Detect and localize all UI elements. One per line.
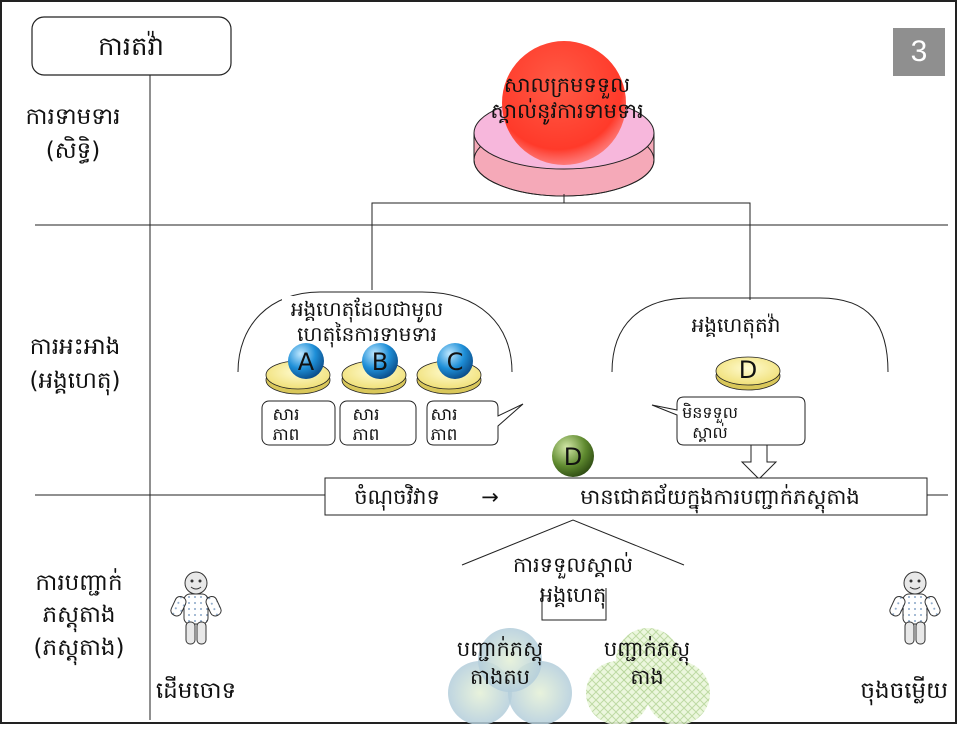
dispute-badge-label: D: [564, 443, 582, 471]
row-allegation-line-1: ការអះអាង: [30, 334, 120, 360]
acknowledged-base: [541, 588, 607, 621]
slide-number: 3: [893, 28, 945, 76]
dispute-badge: D: [552, 435, 594, 477]
proof-spheres: [586, 628, 710, 725]
header-box-label: ការតវ៉ា: [98, 30, 164, 62]
item-b: B: [341, 343, 407, 395]
callout-c-line-2: ភាព: [431, 425, 458, 445]
right-group-title: អង្គហេតុតវ៉ា: [692, 313, 781, 339]
row-proof-line-1: ការបញ្ជាក់: [35, 568, 122, 596]
row-claim-line-2: (សិទ្ធិ): [46, 136, 100, 164]
callout-a: សារ ភាព: [261, 400, 336, 446]
callout-a-line-2: ភាព: [273, 425, 300, 445]
court-label-line-1: សាលក្រមទទួល: [504, 73, 630, 99]
proof-line-2: តាង: [630, 665, 663, 689]
left-group-title-line-1: អង្គហេតុដែលជាមូល: [291, 297, 443, 323]
counter-proof-spheres: [448, 628, 572, 725]
defendant-label: ចុងចម្លើយ: [860, 676, 948, 706]
item-c: C: [416, 343, 482, 395]
callout-a-line-1: សារ: [273, 405, 300, 425]
court-ball: [502, 41, 626, 165]
row-claim-line-1: ការទាមទារ: [26, 104, 121, 130]
header-box: [31, 16, 232, 76]
acknowledged-line-1: ការទទួលស្គាល់: [513, 552, 633, 579]
callout-b-line-1: សារ: [353, 405, 380, 425]
item-d: D: [715, 356, 781, 391]
item-a-label: A: [298, 348, 315, 376]
row-proof-line-3: (ភស្តុតាង): [34, 635, 125, 666]
item-c-label: C: [447, 348, 464, 376]
dispute-box: [324, 477, 928, 516]
callout-not-acknowledged: មិនទទួល ស្គាល់: [651, 396, 806, 446]
plaintiff-label: ដើមចោទ: [156, 676, 236, 704]
callout-not-acknowledged-line-1: មិនទទួល: [682, 402, 738, 424]
callout-c-line-1: សារ: [431, 405, 458, 425]
plaintiff-figure: [170, 571, 222, 645]
dispute-point: ចំណុចវិវាទ: [354, 484, 440, 511]
counter-proof-line-2: តាងតប: [470, 665, 530, 689]
callout-c: សារ ភាព: [426, 400, 524, 446]
row-proof-line-2: ភស្តុតាង: [43, 602, 116, 633]
row-allegation-line-2: (អង្គហេតុ): [30, 368, 121, 396]
court-judgment: សាលក្រមទទួល ស្គាល់នូវការទាមទារ: [473, 41, 655, 197]
item-d-label: D: [739, 356, 757, 384]
acknowledged-roof: [461, 519, 685, 566]
item-a: A: [265, 343, 331, 395]
dispute-result: មានជោគជ័យក្នុងការបញ្ជាក់ភស្តុតាង: [580, 483, 860, 514]
acknowledged-line-2: អង្គហេតុ: [540, 583, 607, 609]
callout-b-line-2: ភាព: [353, 425, 380, 445]
dispute-arrow: →: [481, 485, 499, 509]
defendant-figure: [889, 571, 941, 645]
court-connector: [371, 202, 751, 300]
right-group-bracket: [611, 297, 889, 373]
callout-not-acknowledged-line-2: ស្គាល់: [692, 422, 728, 442]
item-b-label: B: [372, 348, 388, 376]
court-label-line-2: ស្គាល់នូវការទាមទារ: [490, 98, 643, 125]
callout-b: សារ ភាព: [339, 400, 417, 446]
left-group-bracket: [237, 291, 513, 373]
left-group-title-line-2: ហេតុនៃការទាមទារ: [297, 321, 437, 348]
down-arrow-icon: [740, 444, 778, 480]
